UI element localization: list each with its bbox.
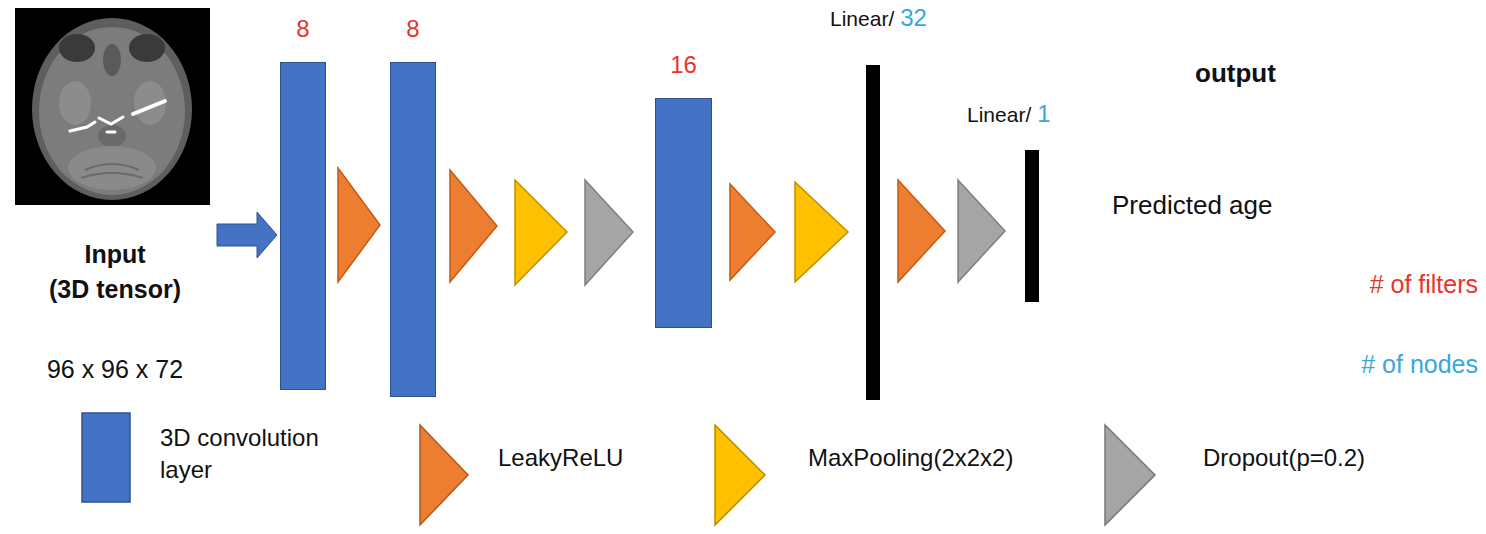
linear-layer: Linear/1 (1025, 150, 1039, 302)
legend-label: MaxPooling(2x2x2) (808, 442, 1013, 474)
legend-swatch (82, 413, 130, 502)
orbit (129, 34, 165, 62)
maxpooling-symbol (795, 182, 848, 282)
leakyrelu-symbol (338, 168, 380, 282)
orbit (59, 34, 95, 62)
input-arrow (217, 212, 277, 258)
input-dimensions: 96 x 96 x 72 (15, 355, 215, 384)
legend-swatch-frame (713, 423, 767, 527)
conv3d-layer: 8 (280, 62, 326, 390)
linear-layer: Linear/32 (866, 65, 880, 400)
legend-swatch (715, 425, 765, 525)
temporal-lobe (134, 81, 166, 125)
linear-label: Linear/1 (967, 100, 1051, 128)
vessel (99, 117, 123, 124)
output-description: Predicted age (1112, 190, 1272, 221)
legend-label: LeakyReLU (498, 442, 623, 474)
nasal-region (103, 44, 121, 76)
legend-note: # of nodes (1361, 350, 1478, 379)
node-count: 32 (900, 4, 927, 31)
temporal-lobe (59, 81, 91, 125)
linear-label: Linear/32 (830, 4, 927, 32)
dropout-symbol (958, 180, 1005, 282)
filter-count: 8 (406, 15, 419, 43)
brain-tissue (39, 27, 185, 195)
conv3d-layer: 16 (655, 98, 712, 328)
mri-image (15, 8, 210, 205)
layer-type: Linear/ (967, 103, 1031, 126)
layer-type: Linear/ (830, 7, 894, 30)
legend-swatch-frame (80, 411, 132, 504)
output-heading: output (1195, 58, 1276, 89)
filter-count: 8 (296, 15, 309, 43)
brainstem (98, 125, 126, 147)
node-count: 1 (1037, 100, 1050, 127)
dropout-symbol (585, 180, 633, 285)
input-volume: Input (3D tensor) 96 x 96 x 72 (15, 8, 215, 398)
leakyrelu-symbol (730, 184, 775, 280)
leakyrelu-symbol (898, 180, 945, 282)
cerebellum-folds (81, 164, 143, 178)
vessel (70, 122, 95, 131)
conv3d-layer: 8 (390, 62, 436, 397)
legend-swatch (420, 425, 468, 525)
image-background (15, 8, 210, 205)
vessel (107, 131, 115, 134)
legend-swatch-frame (418, 423, 470, 527)
leakyrelu-symbol (450, 170, 497, 282)
legend-note: # of filters (1370, 270, 1478, 299)
cerebellum (68, 146, 156, 190)
input-title: Input (15, 240, 215, 269)
maxpooling-symbol (515, 180, 567, 285)
legend-label: Dropout(p=0.2) (1203, 442, 1365, 474)
legend-swatch-frame (1103, 423, 1157, 527)
vessel (133, 101, 165, 114)
skull (32, 18, 192, 200)
legend-label: 3D convolution layer (160, 422, 360, 487)
input-title: (3D tensor) (15, 275, 215, 304)
filter-count: 16 (670, 51, 697, 79)
legend-swatch (1105, 425, 1155, 525)
